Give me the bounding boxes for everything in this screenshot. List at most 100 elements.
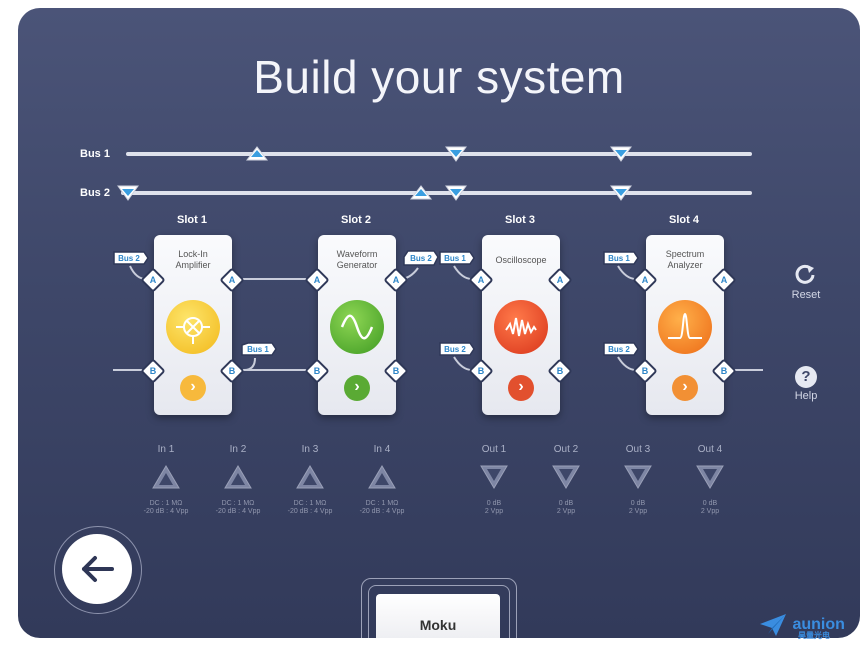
bus-lines (117, 146, 752, 201)
moku-frame (361, 578, 517, 638)
slot-2-open-button[interactable]: › (344, 375, 370, 401)
slot-1-bus-1-tag[interactable]: Bus 1 (247, 345, 269, 354)
input-3-connector[interactable] (296, 465, 324, 489)
input-4-spec: DC : 1 MΩ-20 dB : 4 Vpp (342, 500, 422, 516)
bus-2-down-marker[interactable] (117, 185, 139, 201)
bus-tags (113, 250, 639, 356)
output-1-spec-range: 2 Vpp (484, 508, 504, 515)
output-1-spec-gain: 0 dB (486, 500, 502, 507)
bus-2-label: Bus 2 (80, 187, 110, 199)
slot-3-bus-2-tag[interactable]: Bus 2 (444, 345, 466, 354)
output-3-label: Out 3 (625, 444, 651, 455)
output-1-label: Out 1 (481, 444, 507, 455)
reset-button[interactable]: Reset (776, 262, 836, 301)
input-1-spec: DC : 1 MΩ-20 dB : 4 Vpp (126, 500, 206, 516)
reset-label: Reset (791, 289, 821, 301)
reset-icon (795, 264, 815, 284)
app-window: Build your system Bus 1 Bus 2 Slot 1 Slo… (18, 8, 860, 638)
input-3-spec: DC : 1 MΩ-20 dB : 4 Vpp (270, 500, 350, 516)
slot-3-instrument-name: Oscilloscope (482, 255, 560, 266)
input-2-spec-impedance: DC : 1 MΩ (221, 500, 255, 507)
slot-3-card[interactable]: Oscilloscope › (482, 235, 560, 415)
slot-4-name-line-1: Spectrum (665, 249, 705, 259)
bus-1-label: Bus 1 (80, 148, 110, 160)
bus-tag-shape (439, 251, 475, 265)
bus-tag-shape (603, 342, 639, 356)
output-3-spec-range: 2 Vpp (628, 508, 648, 515)
slot-4-label: Slot 4 (669, 214, 699, 226)
brand-logo: aunion (758, 612, 845, 638)
slot-1-bus-2-tag[interactable]: Bus 2 (118, 254, 140, 263)
slot-2-card[interactable]: Waveform Generator › (318, 235, 396, 415)
input-1-label: In 1 (157, 444, 175, 455)
slot-4-bus-2-tag[interactable]: Bus 2 (608, 345, 630, 354)
back-button[interactable] (62, 534, 132, 604)
slot-2-name-line-2: Generator (336, 260, 378, 270)
moku-device-button[interactable]: Moku (376, 594, 500, 638)
brand-sub: 昊量光电 (798, 631, 830, 640)
slot-2-name-line-1: Waveform (336, 249, 378, 259)
slot-4-open-button[interactable]: › (672, 375, 698, 401)
slot-3-name-line-1: Oscilloscope (495, 255, 547, 265)
input-3-label: In 3 (301, 444, 319, 455)
input-4-spec-range: -20 dB : 4 Vpp (359, 508, 405, 515)
bus-2-down-marker[interactable] (445, 185, 467, 201)
output-4-connector[interactable] (696, 465, 724, 489)
moku-label: Moku (419, 617, 457, 633)
slot-3-bus-1-tag[interactable]: Bus 1 (444, 254, 466, 263)
slot-1-open-button[interactable]: › (180, 375, 206, 401)
input-3-spec-range: -20 dB : 4 Vpp (287, 508, 333, 515)
input-2-label: In 2 (229, 444, 247, 455)
bus-1-up-marker[interactable] (245, 146, 269, 161)
input-4-connector[interactable] (368, 465, 396, 489)
input-2-spec-range: -20 dB : 4 Vpp (215, 508, 261, 515)
slot-4-instrument-name: Spectrum Analyzer (646, 249, 724, 271)
arrow-left-icon (82, 556, 114, 582)
slot-1-name-line-2: Amplifier (175, 260, 211, 270)
page-title: Build your system (253, 51, 625, 103)
output-4-spec-gain: 0 dB (702, 500, 718, 507)
input-2-connector[interactable] (224, 465, 252, 489)
slot-4-card[interactable]: Spectrum Analyzer › (646, 235, 724, 415)
bus-2-up-marker[interactable] (409, 185, 433, 200)
slot-3-open-button[interactable]: › (508, 375, 534, 401)
bus-tag-shape (241, 342, 277, 356)
output-3-connector[interactable] (624, 465, 652, 489)
bus-tag-shape (439, 342, 475, 356)
output-1-connector[interactable] (480, 465, 508, 489)
moku-frame-inner (368, 585, 510, 638)
help-icon: ? (795, 366, 817, 388)
help-button[interactable]: ? Help (776, 366, 836, 402)
slot-3-label: Slot 3 (505, 214, 535, 226)
spectrum-icon (658, 300, 712, 354)
slot-1-card[interactable]: Lock-In Amplifier › (154, 235, 232, 415)
bus-1-down-marker[interactable] (445, 146, 467, 162)
input-3-spec-impedance: DC : 1 MΩ (293, 500, 327, 507)
bus-1-down-marker[interactable] (610, 146, 632, 162)
slot-1-label: Slot 1 (177, 214, 207, 226)
back-button-ring (54, 526, 142, 614)
bus-2-down-marker[interactable] (610, 185, 632, 201)
input-1-spec-impedance: DC : 1 MΩ (149, 500, 183, 507)
output-2-connector[interactable] (552, 465, 580, 489)
brand-name: aunion (792, 616, 845, 634)
slot-2-instrument-name: Waveform Generator (318, 249, 396, 271)
slot-4-bus-1-tag[interactable]: Bus 1 (608, 254, 630, 263)
input-4-label: In 4 (373, 444, 391, 455)
io-connectors (152, 465, 724, 489)
slot-1-name-line-1: Lock-In (178, 249, 208, 259)
slot-4-name-line-2: Analyzer (667, 260, 703, 270)
output-3-spec-gain: 0 dB (630, 500, 646, 507)
slot-2-bus-2-tag[interactable]: Bus 2 (410, 254, 432, 263)
output-2-spec-range: 2 Vpp (556, 508, 576, 515)
bus-tag-shape (603, 251, 639, 265)
input-1-spec-range: -20 dB : 4 Vpp (143, 508, 189, 515)
output-4-spec-range: 2 Vpp (700, 508, 720, 515)
slot-1-instrument-name: Lock-In Amplifier (154, 249, 232, 271)
input-1-connector[interactable] (152, 465, 180, 489)
output-2-label: Out 2 (553, 444, 579, 455)
